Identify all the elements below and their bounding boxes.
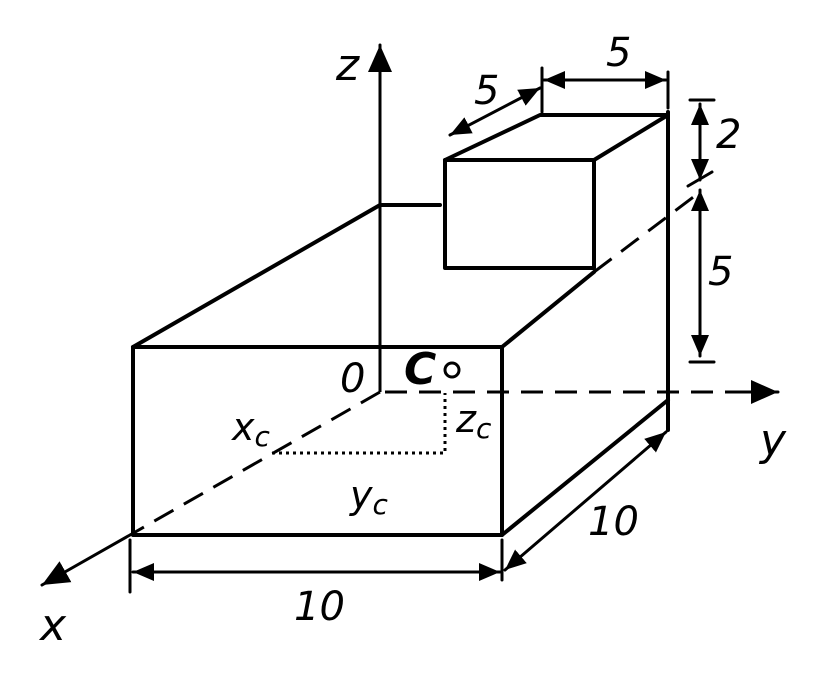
base-front-face <box>131 345 504 537</box>
axes: z y x 0 <box>38 40 787 651</box>
top-block <box>443 113 670 270</box>
zc-label: zc <box>455 397 492 445</box>
x-axis-label: x <box>38 600 67 651</box>
centroid-point <box>443 361 461 379</box>
centroid-label: C <box>404 344 436 395</box>
dim-block-depth-label: 5 <box>474 68 499 114</box>
x-axis-hidden <box>129 390 381 537</box>
block-top-face <box>443 113 670 162</box>
dim-block-depth-line <box>448 86 542 137</box>
dim-base-depth-label: 10 <box>588 499 639 545</box>
y-axis-label: y <box>758 415 787 466</box>
dim-base-height-label: 5 <box>708 249 733 295</box>
dim-base-depth-line <box>503 430 668 572</box>
origin-label: 0 <box>340 356 365 402</box>
base-top-back-hidden <box>593 190 701 274</box>
dim-block-height-label: 2 <box>716 112 741 158</box>
centroid-dotted-path <box>272 393 447 455</box>
dim-base-width-label: 10 <box>294 584 345 630</box>
dimension-lines <box>128 66 716 594</box>
yc-label: yc <box>349 473 389 521</box>
base-top-right-edge <box>500 270 596 349</box>
base-bottom-right-edge <box>500 398 670 537</box>
base-box <box>131 110 701 537</box>
block-front-face <box>443 158 596 270</box>
z-axis-label: z <box>335 40 360 91</box>
x-axis-arrow <box>40 533 132 587</box>
xc-label: xc <box>231 405 271 453</box>
dimension-labels: 10 10 5 2 5 5 <box>294 30 741 630</box>
dim-block-width-label: 5 <box>606 30 631 76</box>
base-top-edges <box>131 203 442 349</box>
centroid-construction: C xc yc zc <box>231 344 492 521</box>
